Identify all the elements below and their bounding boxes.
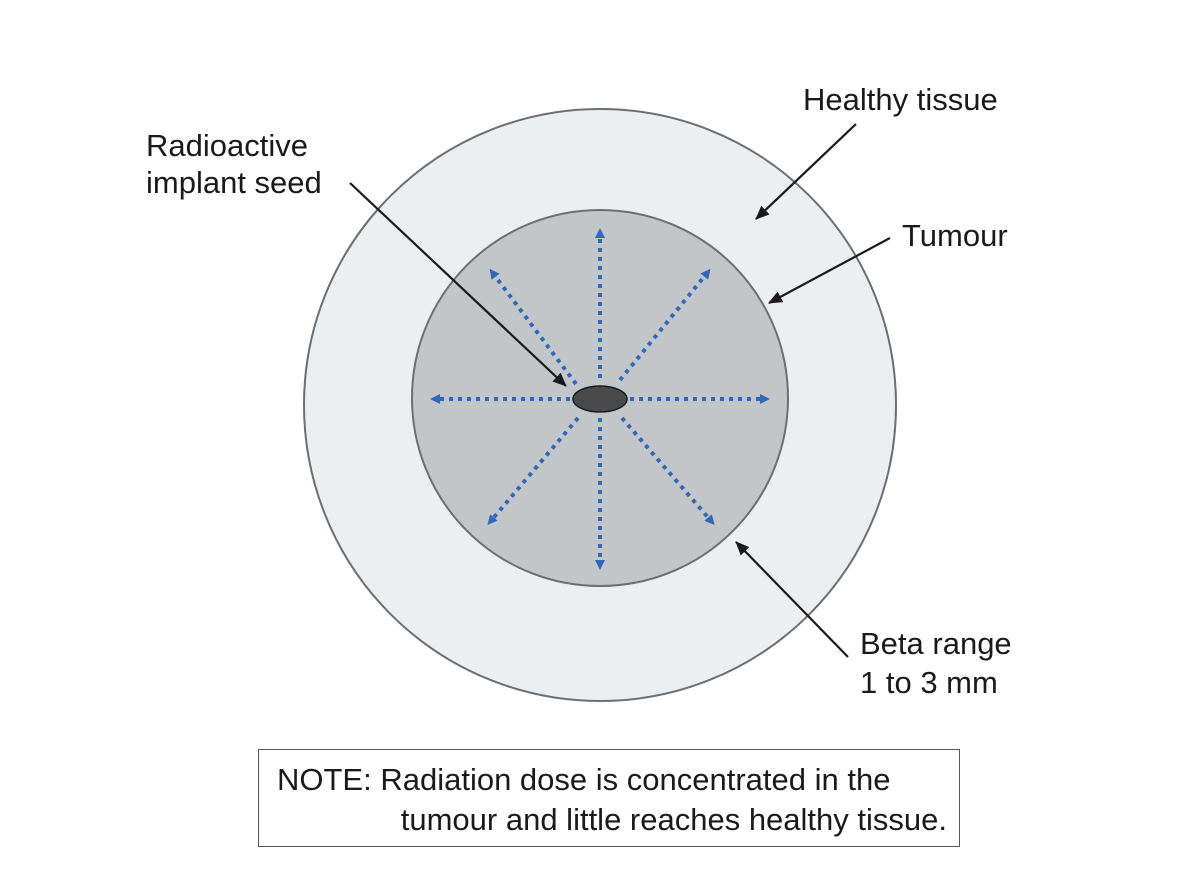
label-seed-line1: Radioactive — [146, 128, 308, 163]
leader-lines — [349, 123, 891, 658]
note-line-1: NOTE: Radiation dose is concentrated in … — [277, 762, 891, 797]
leader-seed-arrow-icon — [349, 182, 567, 387]
seed-ellipse-icon — [572, 385, 628, 413]
leader-tumour-arrow-icon — [768, 237, 891, 304]
label-beta-line1: Beta range — [860, 626, 1012, 661]
label-tumour: Tumour — [902, 218, 1008, 253]
note-line-2: tumour and little reaches healthy tissue… — [400, 802, 947, 837]
label-beta-line2: 1 to 3 mm — [860, 665, 998, 700]
beta-rays — [430, 228, 770, 570]
leader-beta-arrow-icon — [735, 541, 849, 658]
leader-healthy-arrow-icon — [755, 123, 857, 220]
label-healthy-tissue: Healthy tissue — [803, 82, 998, 117]
label-seed-line2: implant seed — [146, 165, 322, 200]
note-box: NOTE: Radiation dose is concentrated in … — [258, 749, 960, 847]
